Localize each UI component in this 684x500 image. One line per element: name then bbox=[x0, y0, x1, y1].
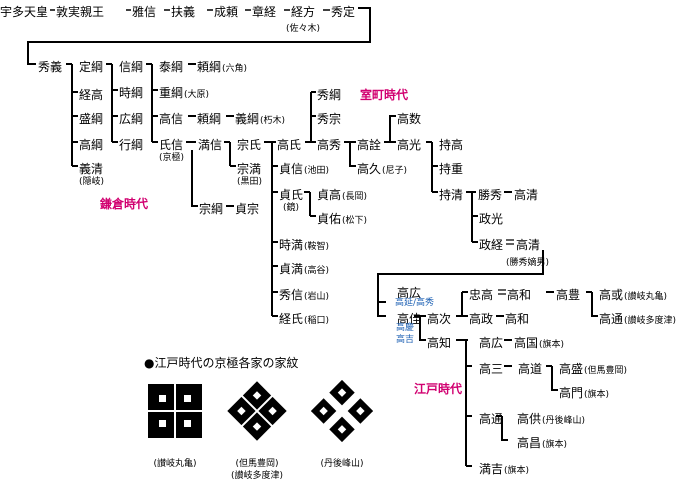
person-atsuzane: 敦実親王 bbox=[56, 5, 105, 19]
person-takahisa: 高久(尼子) bbox=[357, 162, 408, 176]
person-shigetsuna: 重綱(大原) bbox=[159, 86, 210, 100]
era-label-muromachi: 室町時代 bbox=[360, 88, 409, 102]
person-mitsunobu: 満信 bbox=[198, 138, 223, 152]
person-takakazu-b: 高和 bbox=[505, 312, 530, 326]
person-yukitsuna: 行綱 bbox=[119, 138, 144, 152]
person-munetsuna: 宗綱 bbox=[199, 202, 224, 216]
person-hidemune: 秀宗 bbox=[317, 112, 342, 126]
person-takatomo: 高知 bbox=[427, 336, 452, 350]
person-sadasuke: 貞佑(松下) bbox=[317, 212, 368, 226]
person-moritsuna: 盛綱 bbox=[79, 112, 104, 126]
person-takamori: 高盛(但馬豊岡) bbox=[559, 362, 628, 376]
person-tokimitsu: 時満(鞍智) bbox=[279, 238, 330, 252]
takakiyo-b-note: (勝秀嫡男) bbox=[506, 258, 550, 268]
person-takamasa-b: 高昌(旗本) bbox=[517, 436, 568, 450]
person-yasutsuna: 泰綱 bbox=[159, 60, 184, 74]
person-takayoshi: 高佳 bbox=[397, 312, 422, 326]
kamon-four-squares-icon bbox=[148, 384, 202, 438]
person-sukezane: 扶義 bbox=[171, 5, 196, 19]
person-narinori: 成頼 bbox=[214, 5, 239, 19]
person-tsunetaka: 経高 bbox=[79, 88, 104, 102]
person-takamitsu: 高光 bbox=[397, 138, 422, 152]
person-uda-tenno: 宇多天皇 bbox=[0, 5, 49, 19]
person-takamichi: 高通(讃岐多度津) bbox=[599, 312, 677, 326]
person-hidenobu: 秀信(岩山) bbox=[279, 288, 330, 302]
person-ujinobu: 氏信(京極) bbox=[159, 138, 185, 163]
person-takamichi-b: 高道 bbox=[518, 362, 543, 376]
person-muneuji: 宗氏 bbox=[237, 138, 262, 152]
kamon-caption-2-line2: (讃岐多度津) bbox=[230, 471, 284, 481]
person-tokitsuna: 時綱 bbox=[119, 86, 144, 100]
person-masamitsu: 政光 bbox=[479, 212, 504, 226]
person-takakiyo: 高清 bbox=[514, 188, 539, 202]
person-takakiyo-b: 高清 bbox=[516, 238, 541, 252]
kamon-caption-2-line1: (但馬豊岡) bbox=[235, 459, 279, 469]
person-tsunekata: 経方 bbox=[291, 5, 316, 19]
person-sadataka: 貞高(長岡) bbox=[317, 188, 368, 202]
person-sadanobu: 貞信(池田) bbox=[279, 162, 330, 176]
person-takahiro-b: 高広 bbox=[479, 336, 504, 350]
person-tsuneyasu: 経氏(稲口) bbox=[279, 312, 330, 326]
person-katsuhide: 勝秀 bbox=[478, 188, 503, 202]
person-sadamitsu: 貞満(高谷) bbox=[279, 262, 330, 276]
person-munemitsu: 宗満(黒田) bbox=[237, 162, 263, 187]
person-takamichi-c: 高通 bbox=[479, 412, 504, 426]
person-takatsugu: 高次 bbox=[427, 312, 452, 326]
person-masanobu: 雅信 bbox=[132, 5, 157, 19]
person-takanobu: 高信 bbox=[159, 112, 184, 126]
person-sadamune: 貞宗 bbox=[235, 202, 260, 216]
takayoshi-alias-1: 高慶 bbox=[396, 323, 415, 333]
person-takahide: 高秀 bbox=[317, 138, 342, 152]
person-takakuni: 高国(旗本) bbox=[514, 336, 565, 350]
person-takanori: 高詮 bbox=[357, 138, 382, 152]
person-takamochi: 高或(讃岐丸亀) bbox=[599, 288, 668, 302]
person-takami: 高三 bbox=[479, 362, 504, 376]
person-takauji: 高氏 bbox=[277, 138, 302, 152]
person-hideyoshi: 秀義 bbox=[38, 60, 63, 74]
person-takahiro: 高広 bbox=[397, 286, 422, 300]
kamon-section-title: ●江戸時代の京極各家の家紋 bbox=[144, 356, 299, 370]
kamon-caption-2: (但馬豊岡) (讃岐多度津) bbox=[226, 458, 288, 482]
person-mitsuyoshi: 満吉(旗本) bbox=[479, 462, 530, 476]
person-hidesada: 秀定 bbox=[331, 5, 356, 19]
kamon-four-diamonds-icon bbox=[227, 381, 287, 441]
hidesada-note: (佐々木) bbox=[286, 24, 321, 34]
person-takatoyo: 高豊 bbox=[556, 288, 581, 302]
person-takatomo-b: 高供(丹後峰山) bbox=[517, 412, 586, 426]
person-sadatsuna: 定綱 bbox=[79, 60, 104, 74]
era-label-kamakura: 鎌倉時代 bbox=[100, 197, 149, 211]
person-hidetsuna: 秀綱 bbox=[317, 88, 342, 102]
takayoshi-alias-2: 高吉 bbox=[396, 335, 415, 345]
person-yoshikiyo: 義清(隠岐) bbox=[79, 162, 105, 187]
person-yoritsuna-kutsuki: 頼綱 bbox=[197, 112, 222, 126]
kamon-caption-1: (讃岐丸亀) bbox=[153, 459, 197, 469]
kamon-separated-diamonds-icon bbox=[311, 380, 373, 442]
person-hirotsuna: 広綱 bbox=[119, 112, 144, 126]
person-takakazu-a: 高和 bbox=[507, 288, 532, 302]
person-mochitaka: 持高 bbox=[439, 138, 464, 152]
person-noritsune: 章経 bbox=[252, 5, 277, 19]
person-mochikiyo: 持清 bbox=[439, 188, 464, 202]
person-takatsuna: 高綱 bbox=[79, 138, 104, 152]
takayoshi-alias: 高慶高吉 bbox=[396, 322, 414, 346]
person-nobutsuna: 信綱 bbox=[119, 60, 144, 74]
person-mochishige: 持重 bbox=[439, 162, 464, 176]
person-yoshitsuna: 義綱(朽木) bbox=[235, 112, 286, 126]
person-masatsune: 政経 bbox=[479, 238, 504, 252]
era-label-edo: 江戸時代 bbox=[414, 382, 463, 396]
kamon-caption-3: (丹後峰山) bbox=[320, 459, 364, 469]
person-yoritsuna-rokkaku: 頼綱(六角) bbox=[197, 60, 248, 74]
person-takamasa: 高政 bbox=[469, 312, 494, 326]
person-tadataka: 忠高 bbox=[469, 288, 494, 302]
person-takakado: 高門(旗本) bbox=[559, 386, 610, 400]
takahiro-alias: 高延/高秀 bbox=[395, 298, 435, 308]
person-sadauji: 貞氏(鏡) bbox=[279, 188, 304, 213]
person-takakazu: 高数 bbox=[397, 112, 422, 126]
